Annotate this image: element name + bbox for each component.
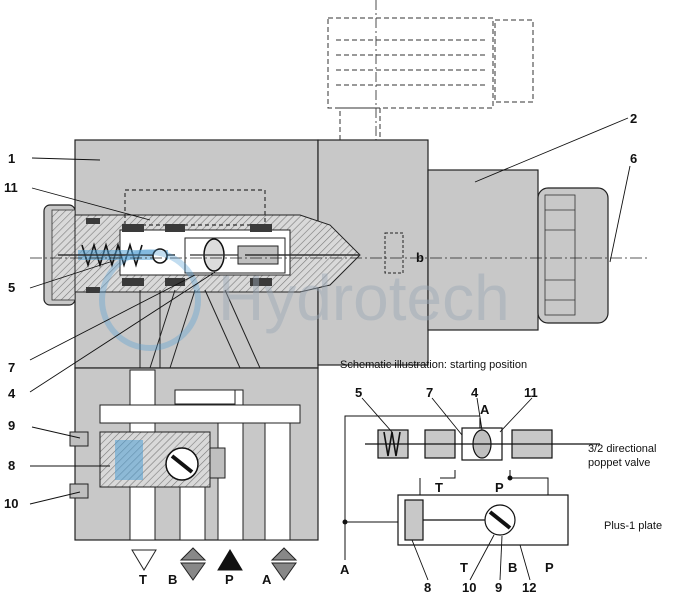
schematic-caption: Schematic illustration: starting positio… [340, 359, 527, 371]
port-label-b: B [168, 572, 177, 587]
callout-8: 8 [8, 458, 15, 473]
schematic-callout-11: 11 [524, 385, 538, 400]
schematic-callout-4: 4 [471, 385, 479, 400]
schematic-plate-port-b: B [508, 560, 517, 575]
callout-1: 1 [8, 151, 15, 166]
solenoid-marker-box [384, 232, 404, 274]
leader-lines-main [29, 117, 631, 505]
port-label-a: A [262, 572, 272, 587]
callout-11: 11 [4, 180, 18, 195]
plug-connector [327, 17, 534, 141]
junction-dot-p [507, 475, 513, 481]
plate-label: Plus-1 plate [604, 520, 662, 532]
check-valve [99, 431, 226, 488]
port-symbols [131, 547, 298, 581]
schematic-poppet-valve [365, 418, 600, 461]
callout-6: 6 [630, 151, 637, 166]
schematic-callout-7: 7 [426, 385, 433, 400]
plug-screw-upper [69, 431, 89, 447]
seal-rings [86, 218, 272, 293]
schematic-callout-9: 9 [495, 580, 502, 595]
flow-channels-lower [99, 369, 301, 541]
schematic-plate-port-t: T [460, 560, 468, 575]
port-label-t: T [139, 572, 147, 587]
schematic-callout-10: 10 [462, 580, 476, 595]
junction-dot-a [342, 519, 348, 525]
callout-2: 2 [630, 111, 637, 126]
schematic-port-p: P [495, 480, 504, 495]
solenoid-marker-label: b [416, 250, 424, 265]
watermark: Hydrotech [218, 262, 510, 334]
valve-label-line1: 3/2 directional [588, 443, 657, 455]
schematic-callout-12: 12 [522, 580, 536, 595]
schematic-plus1-plate [397, 494, 569, 546]
schematic-callout-8: 8 [424, 580, 431, 595]
callout-7: 7 [8, 360, 15, 375]
schematic-lines [344, 415, 549, 560]
callout-10: 10 [4, 496, 18, 511]
plug-screw-lower [69, 483, 89, 499]
knurled-nut [537, 187, 609, 324]
schematic-plate-port-a: A [340, 562, 350, 577]
schematic-callout-5: 5 [355, 385, 362, 400]
leader-lines-schematic [361, 397, 533, 581]
valve-label-line2: poppet valve [588, 457, 650, 469]
schematic-port-a: A [480, 402, 490, 417]
schematic-port-t: T [435, 480, 443, 495]
watermark-logo [99, 249, 201, 351]
callout-5: 5 [8, 280, 15, 295]
schematic-plate-port-p: P [545, 560, 554, 575]
callout-9: 9 [8, 418, 15, 433]
callout-4: 4 [8, 386, 16, 401]
port-label-p: P [225, 572, 234, 587]
ball-left [152, 248, 168, 264]
solenoid-tube [427, 169, 539, 331]
pilot-passage [124, 189, 266, 226]
